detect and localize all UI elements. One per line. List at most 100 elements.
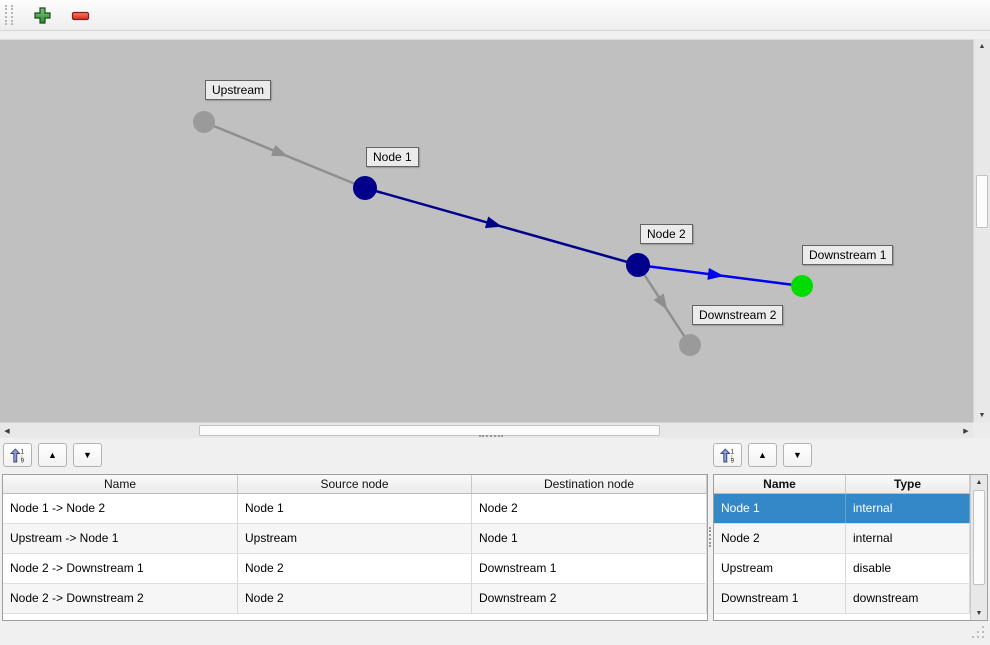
column-header-destination-node[interactable]: Destination node — [472, 475, 707, 493]
cell-type[interactable]: internal — [846, 494, 970, 523]
node-node-1[interactable] — [353, 176, 377, 200]
cell-type[interactable]: downstream — [846, 584, 970, 613]
scroll-down-button[interactable]: ▼ — [971, 606, 987, 620]
column-header-name[interactable]: Name — [3, 475, 238, 493]
sort-button[interactable]: 1 9 — [713, 443, 742, 467]
scroll-down-icon: ▼ — [975, 609, 983, 617]
resize-grip-icon[interactable] — [970, 624, 986, 640]
cell-type[interactable]: internal — [846, 524, 970, 553]
svg-text:9: 9 — [731, 458, 735, 462]
toolbar-grip[interactable] — [5, 5, 13, 25]
cell-name[interactable]: Node 2 -> Downstream 2 — [3, 584, 238, 613]
scroll-down-icon: ▼ — [978, 411, 986, 419]
canvas-vertical-scrollbar[interactable]: ▲ ▼ — [973, 39, 990, 422]
cell-name[interactable]: Downstream 1 — [714, 584, 846, 613]
remove-button[interactable] — [67, 2, 93, 28]
scrollbar-corner — [973, 422, 990, 438]
cell-destination-node[interactable]: Node 2 — [472, 494, 707, 523]
table-row-empty — [3, 614, 707, 620]
nodes-toolbar: 1 9 ▲ ▼ — [713, 443, 812, 467]
main-toolbar — [0, 0, 990, 31]
move-down-button[interactable]: ▼ — [783, 443, 812, 467]
cell-source-node[interactable]: Upstream — [238, 524, 472, 553]
cell-name[interactable]: Node 1 — [714, 494, 846, 523]
sort-ascending-icon: 1 9 — [10, 447, 25, 463]
minus-icon — [71, 11, 89, 20]
node-label-node-2[interactable]: Node 2 — [640, 224, 693, 244]
cell-source-node[interactable]: Node 2 — [238, 554, 472, 583]
edge-arrow-icon — [707, 268, 725, 280]
cell-name[interactable]: Upstream -> Node 1 — [3, 524, 238, 553]
svg-text:1: 1 — [21, 449, 25, 455]
column-header-source-node[interactable]: Source node — [238, 475, 472, 493]
up-arrow-icon: ▲ — [758, 450, 767, 460]
plus-icon — [33, 6, 51, 24]
cell-destination-node[interactable]: Node 1 — [472, 524, 707, 553]
node-downstream-2[interactable] — [679, 334, 701, 356]
graph-svg — [193, 111, 813, 356]
move-up-button[interactable]: ▲ — [748, 443, 777, 467]
cell-destination-node[interactable]: Downstream 2 — [472, 584, 707, 613]
connections-toolbar: 1 9 ▲ ▼ — [3, 443, 102, 467]
edge-arrow-icon — [653, 293, 668, 311]
scroll-right-icon: ▶ — [963, 427, 969, 435]
horizontal-scroll-thumb[interactable] — [199, 425, 660, 436]
sort-ascending-icon: 1 9 — [720, 447, 735, 463]
scroll-left-icon: ◀ — [4, 427, 10, 435]
node-upstream[interactable] — [193, 111, 215, 133]
node-label-downstream-2[interactable]: Downstream 2 — [692, 305, 784, 325]
column-header-type[interactable]: Type — [846, 475, 970, 493]
vertical-scroll-thumb[interactable] — [976, 175, 988, 228]
scroll-up-button[interactable]: ▲ — [971, 475, 987, 489]
node-node-2[interactable] — [626, 253, 650, 277]
cell-name[interactable]: Node 2 — [714, 524, 846, 553]
column-header-name[interactable]: Name — [714, 475, 846, 493]
table-scroll-thumb[interactable] — [973, 490, 985, 585]
cell-source-node[interactable]: Node 2 — [238, 584, 472, 613]
table-row-empty — [714, 614, 987, 620]
panel-splitter-grip[interactable] — [709, 527, 711, 547]
add-button[interactable] — [29, 2, 55, 28]
sort-button[interactable]: 1 9 — [3, 443, 32, 467]
down-arrow-icon: ▼ — [793, 450, 802, 460]
scroll-up-icon: ▲ — [978, 42, 986, 50]
cell-name[interactable]: Node 2 -> Downstream 1 — [3, 554, 238, 583]
scroll-down-button[interactable]: ▼ — [974, 408, 990, 422]
move-down-button[interactable]: ▼ — [73, 443, 102, 467]
scroll-left-button[interactable]: ◀ — [0, 423, 14, 438]
scroll-up-button[interactable]: ▲ — [974, 39, 990, 53]
nodes-table-scrollbar[interactable]: ▲ ▼ — [970, 475, 987, 620]
node-label-downstream-1[interactable]: Downstream 1 — [802, 245, 894, 265]
move-up-button[interactable]: ▲ — [38, 443, 67, 467]
edge-arrow-icon — [270, 144, 288, 157]
cell-name[interactable]: Node 1 -> Node 2 — [3, 494, 238, 523]
svg-text:1: 1 — [731, 449, 735, 455]
node-label-node-1[interactable]: Node 1 — [366, 147, 419, 167]
cell-destination-node[interactable]: Downstream 1 — [472, 554, 707, 583]
node-downstream-1[interactable] — [791, 275, 813, 297]
scroll-up-icon: ▲ — [975, 478, 983, 486]
cell-type[interactable]: disable — [846, 554, 970, 583]
down-arrow-icon: ▼ — [83, 450, 92, 460]
cell-name[interactable]: Upstream — [714, 554, 846, 583]
node-label-upstream[interactable]: Upstream — [205, 80, 272, 100]
scroll-right-button[interactable]: ▶ — [959, 423, 973, 438]
canvas-horizontal-scrollbar[interactable]: ◀ ▶ — [0, 422, 973, 438]
cell-source-node[interactable]: Node 1 — [238, 494, 472, 523]
horizontal-splitter-grip[interactable] — [479, 435, 503, 437]
svg-text:9: 9 — [21, 458, 25, 462]
